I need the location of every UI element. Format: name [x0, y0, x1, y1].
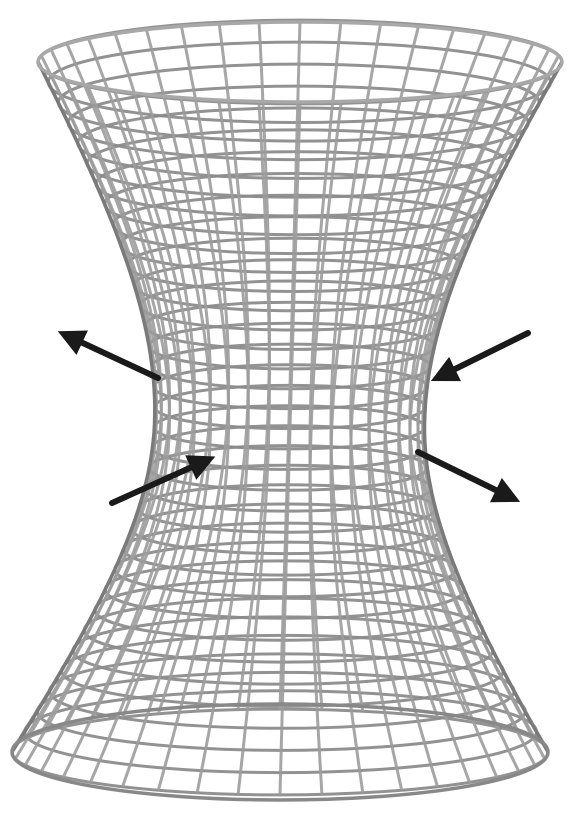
arrow-right-inward — [443, 333, 528, 375]
arrow-left-outward — [70, 337, 158, 378]
mesh-rings — [12, 20, 562, 795]
hyperboloid-surface — [12, 20, 562, 800]
force-arrows — [70, 333, 528, 503]
